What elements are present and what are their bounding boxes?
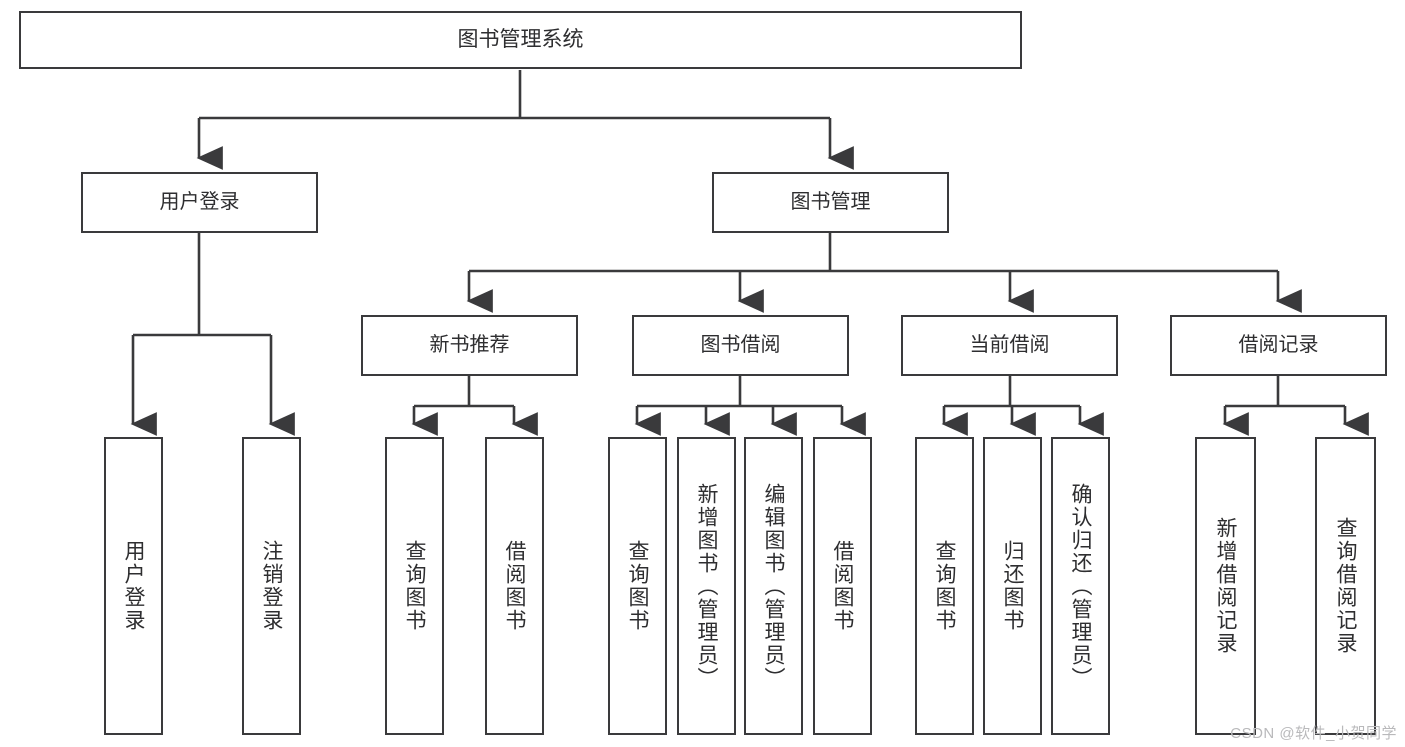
leaf-book-borrow-3[interactable]: 借阅图书 <box>813 437 872 735</box>
leaf-user-login-0[interactable]: 用户登录 <box>104 437 163 735</box>
leaf-book-borrow-1[interactable]: 新增图书（管理员） <box>677 437 736 735</box>
node-book-management-label: 图书管理 <box>790 190 871 213</box>
node-book-borrow[interactable]: 图书借阅 <box>632 315 849 376</box>
node-user-login[interactable]: 用户登录 <box>81 172 318 233</box>
leaf-new-book-recommend-1-label: 借阅图书 <box>503 540 526 632</box>
leaf-current-borrow-1-label: 归还图书 <box>1001 540 1024 632</box>
leaf-new-book-recommend-1[interactable]: 借阅图书 <box>485 437 544 735</box>
leaf-new-book-recommend-0-label: 查询图书 <box>403 540 426 632</box>
leaf-user-login-1[interactable]: 注销登录 <box>242 437 301 735</box>
leaf-book-borrow-1-label: 新增图书（管理员） <box>695 482 718 690</box>
node-borrow-record[interactable]: 借阅记录 <box>1170 315 1387 376</box>
node-root[interactable]: 图书管理系统 <box>19 11 1022 69</box>
leaf-current-borrow-0[interactable]: 查询图书 <box>915 437 974 735</box>
leaf-user-login-0-label: 用户登录 <box>122 540 145 632</box>
leaf-book-borrow-0[interactable]: 查询图书 <box>608 437 667 735</box>
node-new-book-recommend[interactable]: 新书推荐 <box>361 315 578 376</box>
node-book-management[interactable]: 图书管理 <box>712 172 949 233</box>
watermark-text: CSDN @软件_小贺同学 <box>1230 725 1397 742</box>
leaf-borrow-record-1-label: 查询借阅记录 <box>1334 517 1357 655</box>
leaf-book-borrow-3-label: 借阅图书 <box>831 540 854 632</box>
leaf-book-borrow-2-label: 编辑图书（管理员） <box>762 482 785 690</box>
leaf-borrow-record-0[interactable]: 新增借阅记录 <box>1195 437 1256 735</box>
leaf-borrow-record-1[interactable]: 查询借阅记录 <box>1315 437 1376 735</box>
leaf-current-borrow-2[interactable]: 确认归还（管理员） <box>1051 437 1110 735</box>
node-user-login-label: 用户登录 <box>159 190 240 213</box>
node-root-label: 图书管理系统 <box>457 27 584 51</box>
leaf-current-borrow-1[interactable]: 归还图书 <box>983 437 1042 735</box>
leaf-current-borrow-0-label: 查询图书 <box>933 540 956 632</box>
leaf-new-book-recommend-0[interactable]: 查询图书 <box>385 437 444 735</box>
node-borrow-record-label: 借阅记录 <box>1238 333 1319 356</box>
leaf-borrow-record-0-label: 新增借阅记录 <box>1214 517 1237 655</box>
node-current-borrow[interactable]: 当前借阅 <box>901 315 1118 376</box>
node-current-borrow-label: 当前借阅 <box>969 333 1050 356</box>
node-book-borrow-label: 图书借阅 <box>700 333 781 356</box>
leaf-user-login-1-label: 注销登录 <box>260 540 283 632</box>
leaf-book-borrow-2[interactable]: 编辑图书（管理员） <box>744 437 803 735</box>
node-new-book-recommend-label: 新书推荐 <box>429 333 510 356</box>
leaf-book-borrow-0-label: 查询图书 <box>626 540 649 632</box>
leaf-current-borrow-2-label: 确认归还（管理员） <box>1069 482 1092 690</box>
